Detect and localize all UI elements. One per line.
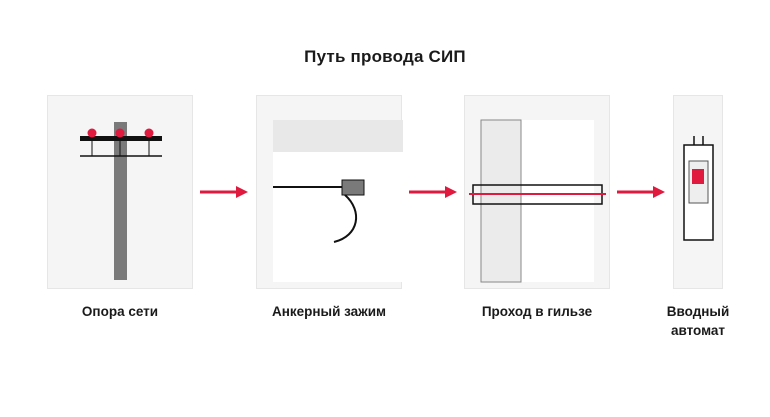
step-label-breaker: Вводный автомат [648,302,748,340]
utility-pole-icon [80,122,162,280]
step-label-breaker-line1: Вводный [666,304,730,319]
step-label-pole: Опора сети [81,304,159,319]
anchor-clamp-icon [273,120,403,282]
arrow-right-icon [409,186,457,198]
step-label-sleeve: Проход в гильзе [481,304,593,319]
step-panel-sleeve [464,95,610,289]
step-label-breaker-line2: автомат [670,323,726,338]
wall-sleeve-icon [469,119,606,283]
arrow-right-icon [200,186,248,198]
step-panel-clamp [256,95,403,289]
diagram-title: Путь провода СИП [304,47,466,66]
step-label-clamp: Анкерный зажим [271,304,387,319]
circuit-breaker-icon [683,136,714,241]
step-panel-breaker [673,95,723,289]
step-panel-pole [47,95,193,289]
arrow-right-icon [617,186,665,198]
